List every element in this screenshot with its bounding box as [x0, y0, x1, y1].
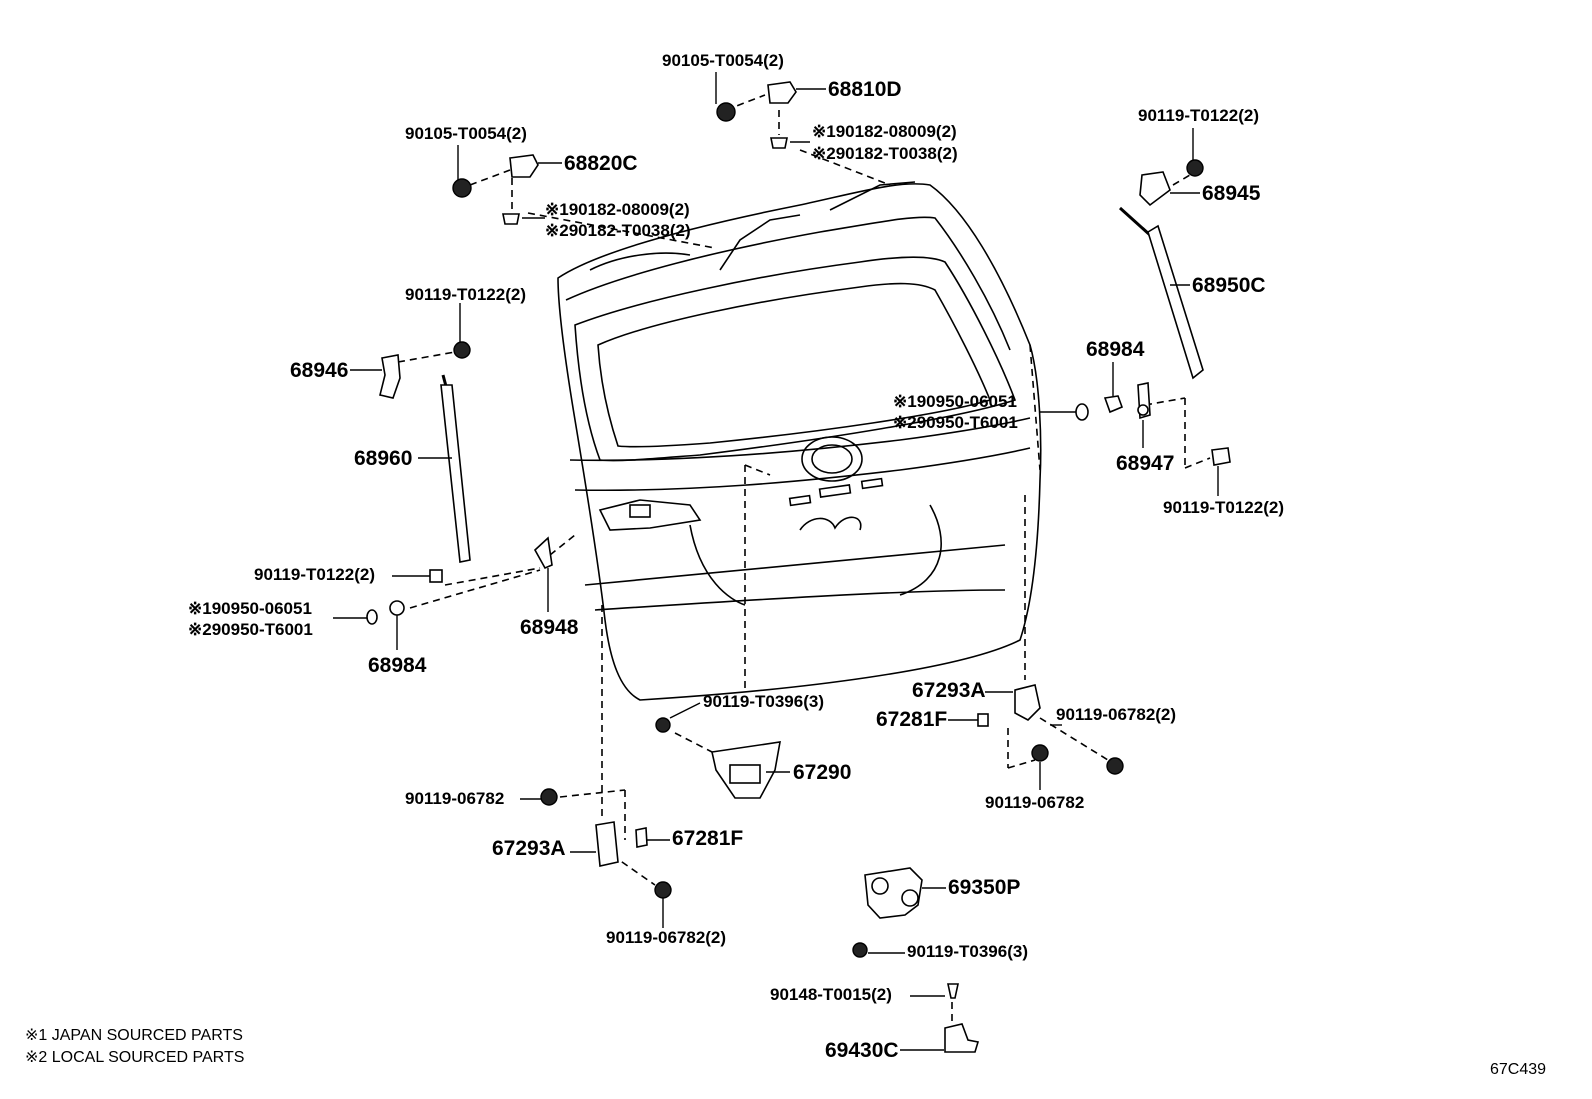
- label-68960: 68960: [354, 447, 412, 470]
- part-68948: [366, 536, 553, 625]
- part-68820C: [452, 154, 539, 225]
- label-68950C: 68950C: [1192, 274, 1266, 297]
- label-90119-06782-2-right: 90119-06782(2): [1056, 705, 1176, 724]
- label-90182-08009-left: ※190182-08009(2): [545, 200, 690, 219]
- label-90105-T0054-top: 90105-T0054(2): [662, 51, 784, 70]
- label-90950-T6001-right: ※290950-T6001: [893, 413, 1018, 432]
- label-69430C: 69430C: [825, 1039, 899, 1062]
- label-68810D: 68810D: [828, 78, 902, 101]
- part-68950C-strut: [1118, 206, 1204, 380]
- part-68810D: [716, 81, 797, 149]
- label-90950-T6001-left: ※290950-T6001: [188, 620, 313, 639]
- label-90119-T0396-69350P: 90119-T0396(3): [907, 942, 1028, 961]
- label-90148-T0015: 90148-T0015(2): [770, 985, 892, 1004]
- label-90182-08009-top: ※190182-08009(2): [812, 122, 957, 141]
- part-68947: [1075, 382, 1231, 466]
- label-90105-T0054-left: 90105-T0054(2): [405, 124, 527, 143]
- label-68948: 68948: [520, 616, 579, 639]
- label-69350P: 69350P: [948, 876, 1020, 899]
- label-90119-T0122-68946: 90119-T0122(2): [405, 285, 526, 304]
- figure-id: 67C439: [1490, 1061, 1546, 1078]
- label-68947: 68947: [1116, 452, 1174, 475]
- label-68946: 68946: [290, 359, 348, 382]
- part-67290-lock: [655, 717, 781, 799]
- note-local-sourced: ※2 LOCAL SOURCED PARTS: [25, 1049, 244, 1066]
- label-90182-T0038-left: ※290182-T0038(2): [545, 221, 691, 240]
- label-90119-T0122-68945: 90119-T0122(2): [1138, 106, 1259, 125]
- part-67293A-left: [540, 788, 672, 899]
- part-69350P-handle: [852, 867, 923, 958]
- part-68960-strut: [440, 374, 471, 563]
- label-90119-T0396-67290: 90119-T0396(3): [703, 692, 824, 711]
- label-90950-06051-right: ※190950-06051: [893, 392, 1017, 411]
- label-90119-06782-2-left: 90119-06782(2): [606, 928, 726, 947]
- label-67290: 67290: [793, 761, 851, 784]
- label-67281F-left: 67281F: [672, 827, 743, 850]
- part-69430C: [944, 983, 980, 1053]
- label-68984-left: 68984: [368, 654, 427, 677]
- back-door-panel: [557, 181, 1042, 701]
- part-67293A-right: [977, 684, 1124, 775]
- label-90119-06782-left: 90119-06782: [405, 789, 504, 808]
- label-68820C: 68820C: [564, 152, 638, 175]
- label-68945: 68945: [1202, 182, 1261, 205]
- label-68984-right: 68984: [1086, 338, 1145, 361]
- part-68946: [379, 341, 471, 399]
- label-90182-T0038-top: ※290182-T0038(2): [812, 144, 958, 163]
- label-67281F-right: 67281F: [876, 708, 947, 731]
- note-japan-sourced: ※1 JAPAN SOURCED PARTS: [25, 1027, 243, 1044]
- label-67293A-right: 67293A: [912, 679, 986, 702]
- label-90119-T0122-68947: 90119-T0122(2): [1163, 498, 1284, 517]
- label-90119-06782-right: 90119-06782: [985, 793, 1084, 812]
- label-67293A-left: 67293A: [492, 837, 566, 860]
- leader-lines: [333, 72, 1219, 1051]
- label-90950-06051-left: ※190950-06051: [188, 599, 312, 618]
- assembly-lines: [397, 94, 1211, 1025]
- part-68945: [1139, 159, 1204, 207]
- label-90119-T0122-68948: 90119-T0122(2): [254, 565, 375, 584]
